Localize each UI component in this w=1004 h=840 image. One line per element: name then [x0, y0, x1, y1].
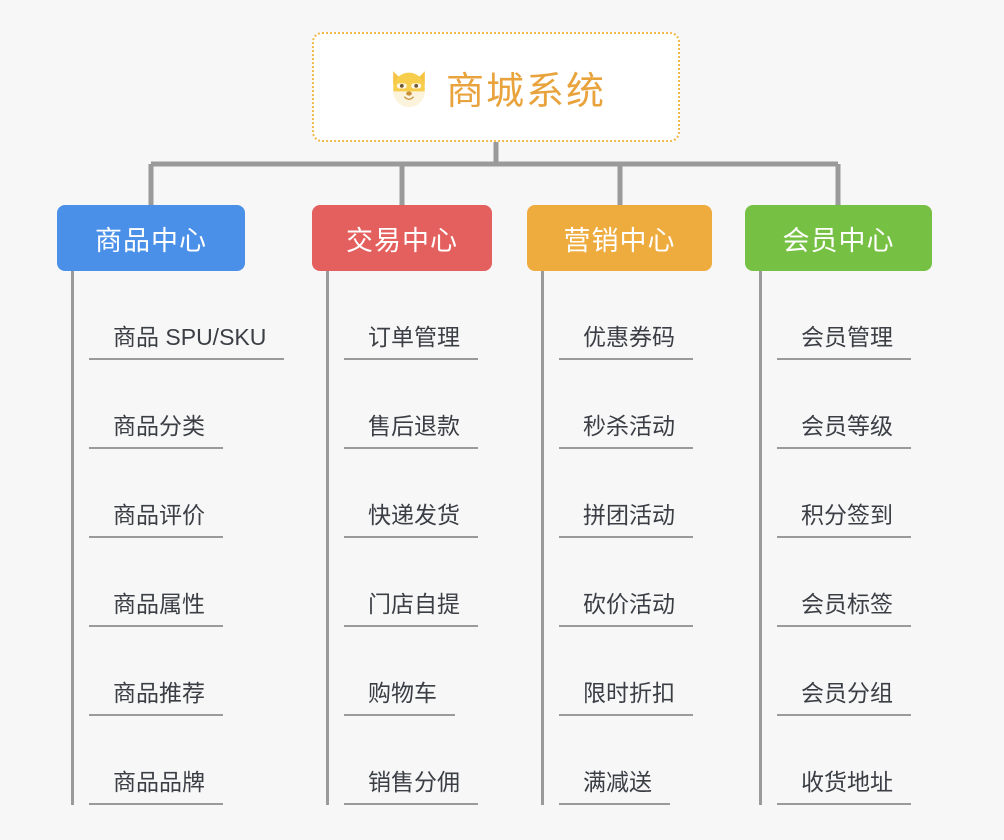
leaf-list-marketing-center: 优惠券码秒杀活动拼团活动砍价活动限时折扣满减送 — [541, 271, 712, 805]
leaf-item[interactable]: 门店自提 — [344, 538, 492, 627]
leaf-item[interactable]: 拼团活动 — [559, 449, 712, 538]
leaf-item-label: 商品品牌 — [89, 768, 223, 805]
leaf-item-label: 商品属性 — [89, 590, 223, 627]
leaf-item-label: 商品 SPU/SKU — [89, 323, 285, 360]
leaf-item[interactable]: 快递发货 — [344, 449, 492, 538]
leaf-item-label: 购物车 — [344, 679, 455, 716]
column-member-center: 会员中心会员管理会员等级积分签到会员标签会员分组收货地址 — [745, 205, 932, 805]
leaf-item-label: 砍价活动 — [559, 590, 693, 627]
leaf-item-label: 会员标签 — [777, 590, 911, 627]
column-marketing-center: 营销中心优惠券码秒杀活动拼团活动砍价活动限时折扣满减送 — [527, 205, 712, 805]
leaf-item[interactable]: 会员等级 — [777, 360, 932, 449]
column-product-center: 商品中心商品 SPU/SKU 商品分类商品评价商品属性商品推荐商品品牌 — [57, 205, 285, 805]
leaf-item-label: 售后退款 — [344, 412, 478, 449]
leaf-item[interactable]: 商品品牌 — [89, 716, 284, 805]
leaf-item[interactable]: 商品推荐 — [89, 627, 284, 716]
leaf-item[interactable]: 限时折扣 — [559, 627, 712, 716]
leaf-item[interactable]: 积分签到 — [777, 449, 932, 538]
leaf-item-label: 优惠券码 — [559, 323, 693, 360]
leaf-item-label: 商品评价 — [89, 501, 223, 538]
leaf-item[interactable]: 优惠券码 — [559, 271, 712, 360]
leaf-item-label: 会员分组 — [777, 679, 911, 716]
leaf-item-label: 积分签到 — [777, 501, 911, 538]
leaf-item[interactable]: 砍价活动 — [559, 538, 712, 627]
leaf-item-label: 满减送 — [559, 768, 670, 805]
category-box-product-center[interactable]: 商品中心 — [57, 205, 245, 271]
leaf-item[interactable]: 会员分组 — [777, 627, 932, 716]
category-label: 营销中心 — [563, 225, 676, 256]
leaf-item[interactable]: 商品 SPU/SKU — [89, 271, 285, 360]
leaf-item[interactable]: 秒杀活动 — [559, 360, 712, 449]
leaf-item[interactable]: 会员标签 — [777, 538, 932, 627]
category-label: 会员中心 — [782, 225, 895, 256]
leaf-item[interactable]: 满减送 — [559, 716, 712, 805]
category-label: 交易中心 — [346, 225, 458, 256]
root-node[interactable]: 商城系统 — [312, 32, 680, 142]
dog-face-icon — [386, 64, 432, 110]
leaf-list-product-center: 商品 SPU/SKU 商品分类商品评价商品属性商品推荐商品品牌 — [71, 271, 285, 805]
leaf-item-label: 门店自提 — [344, 590, 478, 627]
leaf-item-label: 限时折扣 — [559, 679, 693, 716]
leaf-item-label: 商品推荐 — [89, 679, 223, 716]
category-label: 商品中心 — [95, 225, 207, 256]
leaf-item-label: 会员等级 — [777, 412, 911, 449]
leaf-item[interactable]: 商品属性 — [89, 538, 284, 627]
category-box-trade-center[interactable]: 交易中心 — [312, 205, 492, 271]
leaf-item[interactable]: 购物车 — [344, 627, 492, 716]
leaf-item-label: 会员管理 — [777, 323, 911, 360]
leaf-item[interactable]: 会员管理 — [777, 271, 932, 360]
leaf-item[interactable]: 售后退款 — [344, 360, 492, 449]
leaf-list-trade-center: 订单管理售后退款快递发货门店自提购物车销售分佣 — [326, 271, 492, 805]
leaf-item[interactable]: 订单管理 — [344, 271, 492, 360]
leaf-item-label: 快递发货 — [344, 501, 478, 538]
root-title: 商城系统 — [445, 70, 606, 113]
leaf-item[interactable]: 商品分类 — [89, 360, 284, 449]
leaf-item[interactable]: 销售分佣 — [344, 716, 492, 805]
leaf-item[interactable]: 商品评价 — [89, 449, 284, 538]
leaf-item-label: 秒杀活动 — [559, 412, 693, 449]
leaf-item-label: 收货地址 — [777, 768, 911, 805]
leaf-item-label: 拼团活动 — [559, 501, 693, 538]
leaf-list-member-center: 会员管理会员等级积分签到会员标签会员分组收货地址 — [759, 271, 932, 805]
column-trade-center: 交易中心订单管理售后退款快递发货门店自提购物车销售分佣 — [312, 205, 492, 805]
category-box-marketing-center[interactable]: 营销中心 — [527, 205, 712, 271]
leaf-item[interactable]: 收货地址 — [777, 716, 932, 805]
leaf-item-label: 商品分类 — [89, 412, 223, 449]
leaf-item-label: 订单管理 — [344, 323, 478, 360]
leaf-item-label: 销售分佣 — [344, 768, 478, 805]
category-box-member-center[interactable]: 会员中心 — [745, 205, 932, 271]
